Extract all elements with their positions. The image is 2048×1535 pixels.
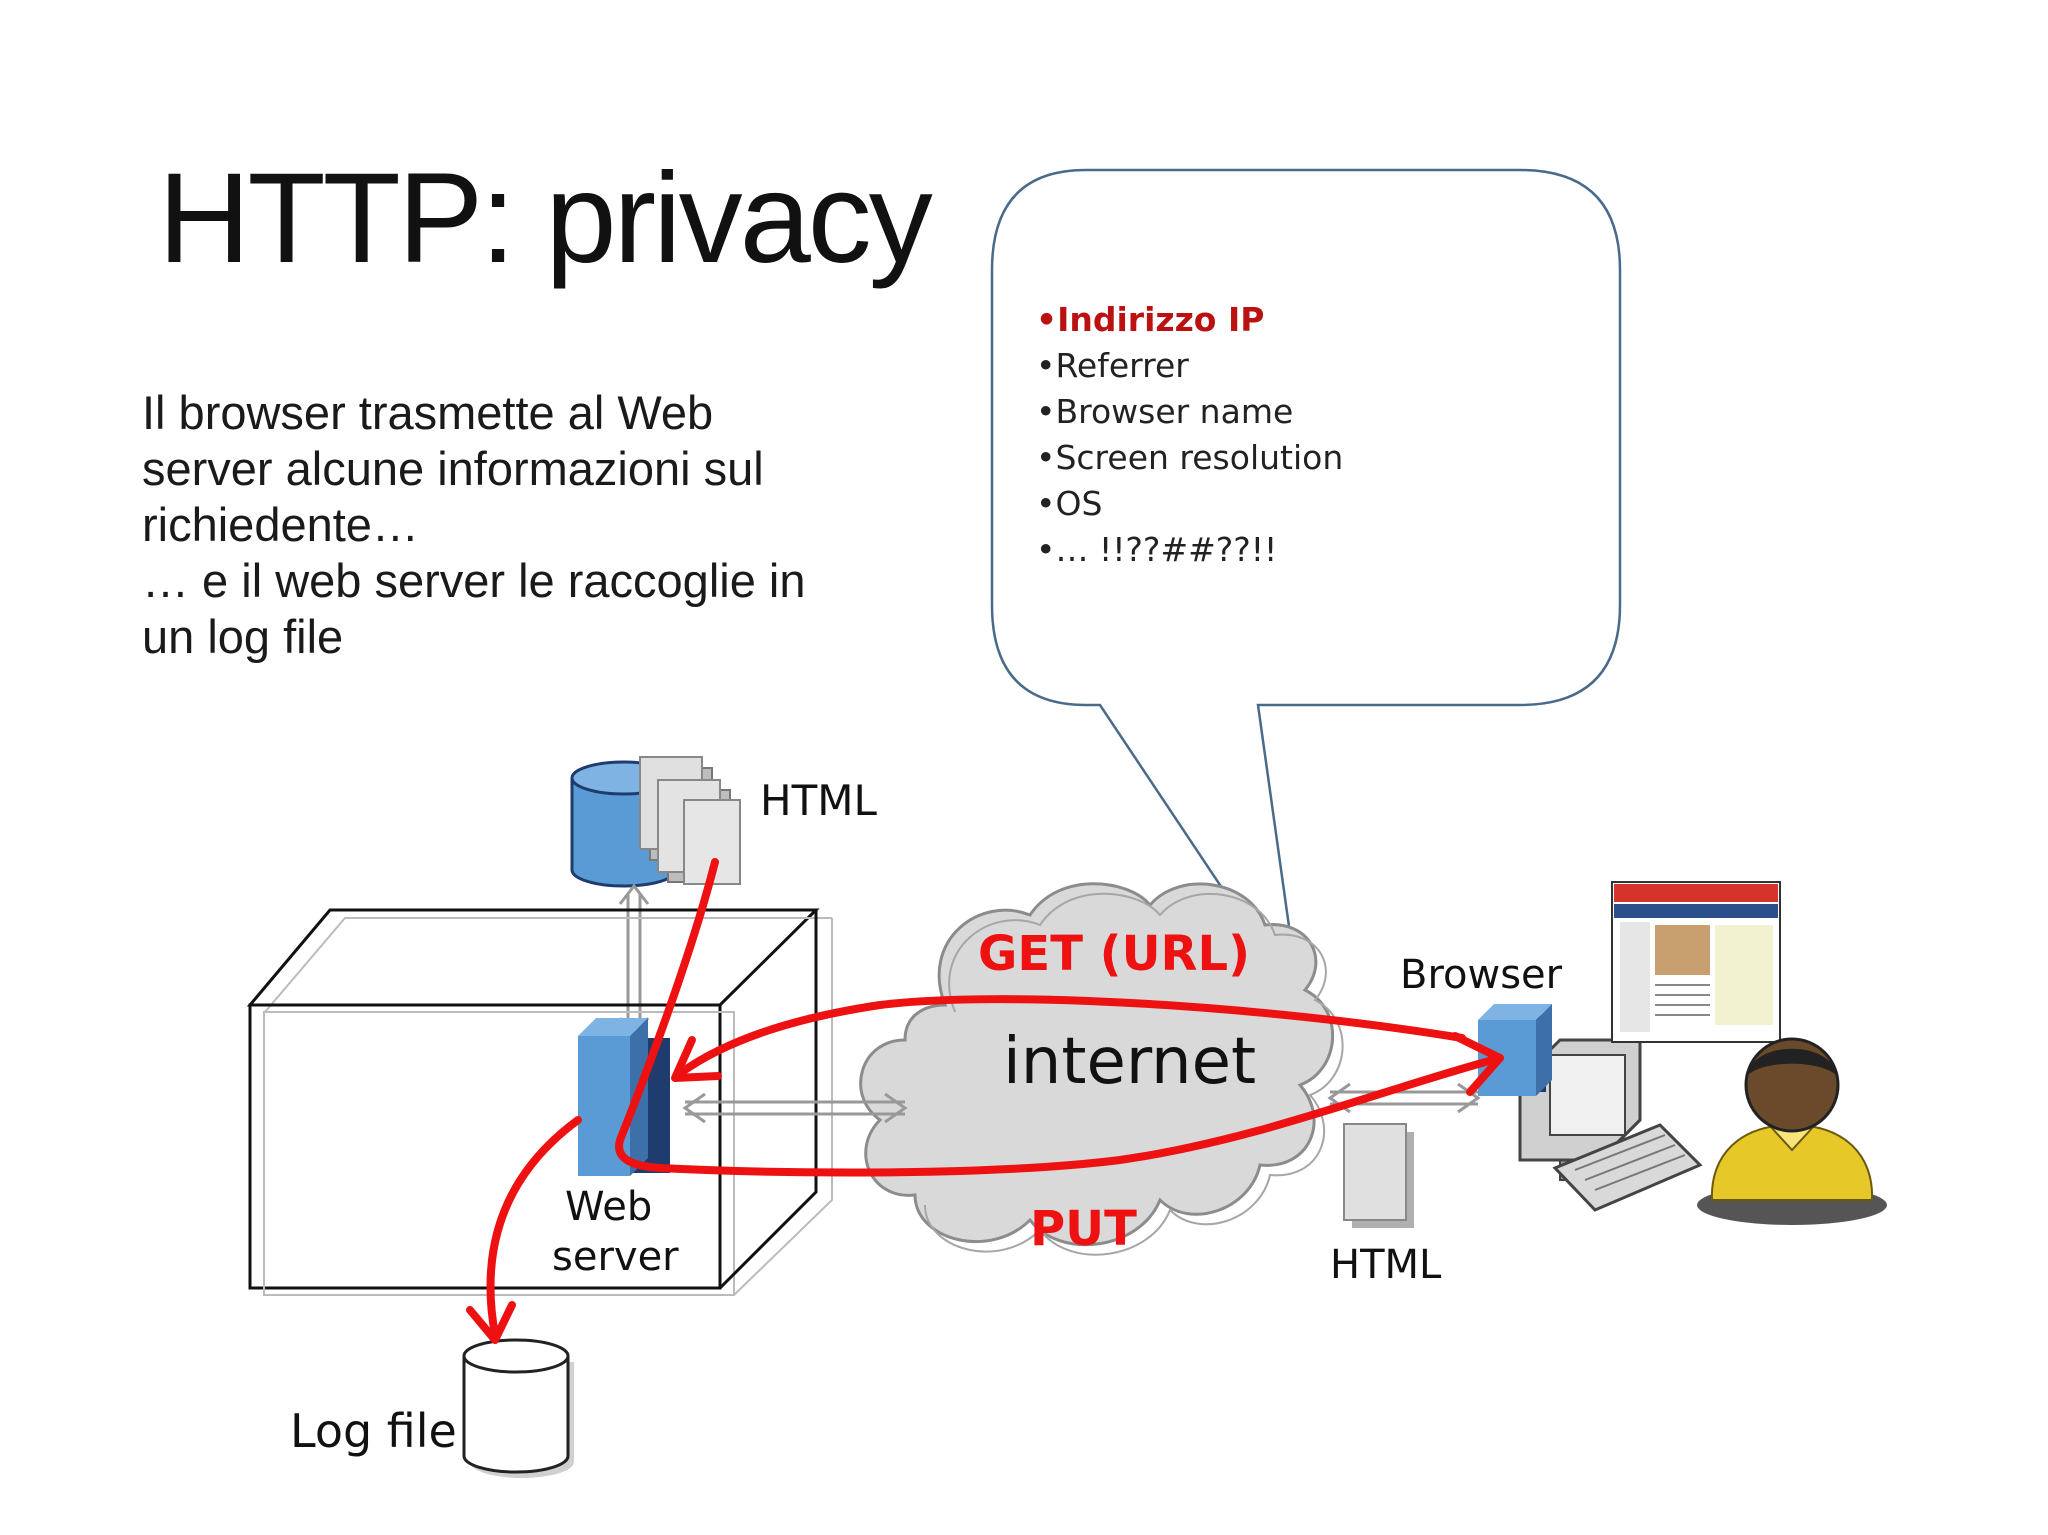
callout-item-os: •OS bbox=[1036, 484, 1102, 523]
webpage-thumbnail bbox=[1611, 881, 1781, 1043]
callout-item-ip: •Indirizzo IP bbox=[1036, 300, 1264, 339]
request-flow-arrows bbox=[466, 858, 1504, 1344]
db-server-arrows bbox=[618, 883, 650, 1039]
html-document-icon bbox=[1343, 1123, 1414, 1228]
callout-bubble bbox=[990, 168, 1622, 1006]
callout-item-browser-name: •Browser name bbox=[1036, 392, 1293, 431]
html-pages-icon bbox=[639, 756, 741, 885]
slide-title: HTTP: privacy bbox=[158, 147, 933, 290]
intro-line: un log file bbox=[142, 610, 344, 663]
internet-cloud bbox=[859, 882, 1344, 1256]
put-label: PUT bbox=[1030, 1201, 1137, 1257]
get-label: GET (URL) bbox=[978, 926, 1250, 982]
server-internet-arrows bbox=[682, 1092, 908, 1124]
callout-item-screen-resolution: •Screen resolution bbox=[1036, 438, 1343, 477]
callout-list: •Indirizzo IP •Referrer •Browser name •S… bbox=[1036, 300, 1343, 569]
log-file-icon bbox=[462, 1338, 574, 1478]
intro-line: Il browser trasmette al Web bbox=[142, 386, 714, 439]
log-arrowhead bbox=[466, 1301, 516, 1344]
intro-line: richiedente… bbox=[142, 498, 419, 551]
log-file-label: Log file bbox=[290, 1404, 457, 1458]
log-arrow bbox=[486, 1116, 582, 1339]
get-arrow bbox=[678, 995, 1466, 1076]
browser-computer-icon bbox=[1478, 1004, 1703, 1212]
web-server-label-2: server bbox=[552, 1234, 679, 1280]
put-arrow bbox=[615, 858, 1504, 1177]
html-bottom-label: HTML bbox=[1330, 1242, 1442, 1288]
internet-label: internet bbox=[1003, 1025, 1256, 1099]
html-top-label: HTML bbox=[760, 776, 877, 825]
intro-text: Il browser trasmette al Web server alcun… bbox=[142, 385, 922, 665]
get-arrowhead bbox=[671, 1036, 722, 1082]
put-arrowhead bbox=[1451, 1032, 1504, 1096]
browser-label: Browser bbox=[1400, 952, 1563, 998]
user-avatar-icon bbox=[1697, 1037, 1887, 1225]
intro-line: … e il web server le raccoglie in bbox=[142, 554, 806, 607]
server-room-box bbox=[246, 908, 833, 1296]
callout-item-referrer: •Referrer bbox=[1036, 346, 1189, 385]
web-server-label-1: Web bbox=[565, 1184, 652, 1230]
callout-item-other: •… !!??##??!! bbox=[1036, 530, 1277, 569]
intro-line: server alcune informazioni sul bbox=[142, 442, 764, 495]
